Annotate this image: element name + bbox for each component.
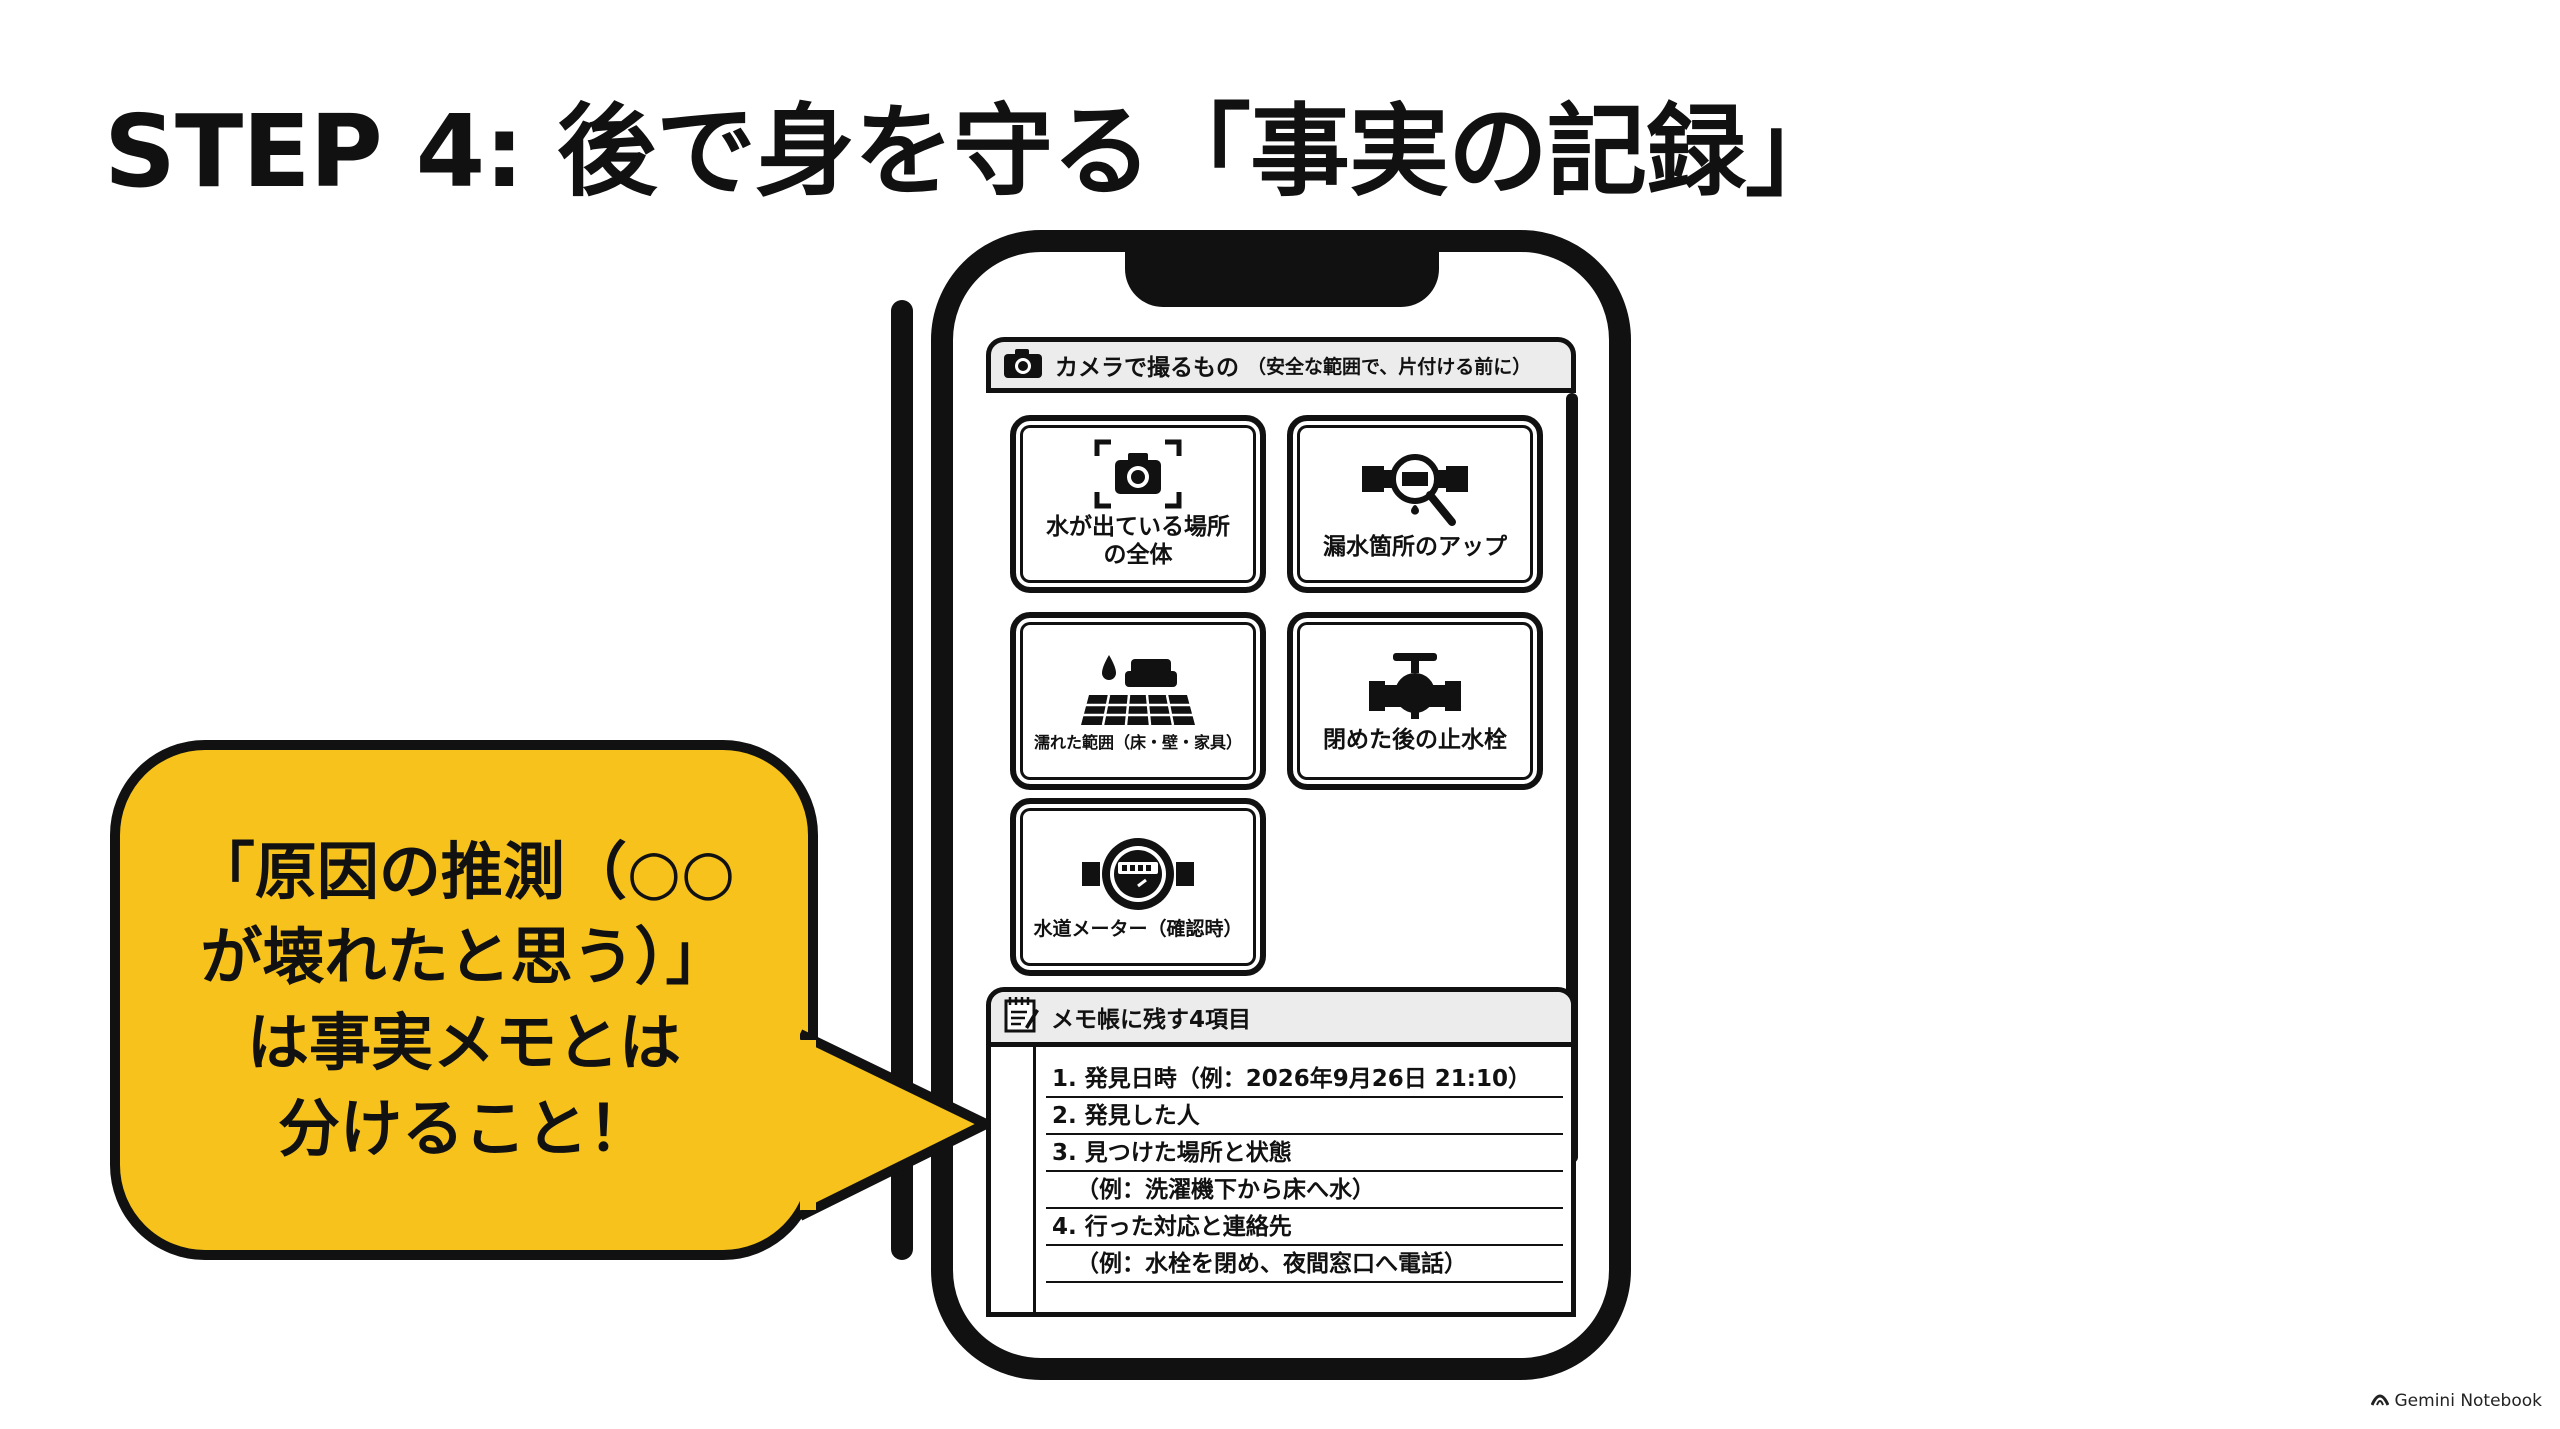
gemini-logo-icon <box>2370 1391 2389 1411</box>
camera-frame-icon <box>1093 438 1183 510</box>
memo-line: 1. 発見日時（例：2026年9月26日 21:10） <box>1046 1061 1563 1098</box>
brand-label: Gemini Notebook <box>2394 1391 2543 1411</box>
photo-item-valve: 閉めた後の止水栓 <box>1287 612 1543 790</box>
memo-line: 3. 見つけた場所と状態 <box>1046 1135 1563 1172</box>
photo-item-label: 漏水箇所のアップ <box>1323 534 1507 561</box>
photo-item-label: 水が出ている場所 の全体 <box>1046 514 1230 568</box>
memo-panel-header: メモ帳に残す4項目 <box>991 992 1571 1047</box>
camera-panel-subtitle: （安全な範囲で、片付ける前に） <box>1247 355 1532 378</box>
camera-panel-header: カメラで撮るもの （安全な範囲で、片付ける前に） <box>986 337 1576 393</box>
memo-line: 2. 発見した人 <box>1046 1098 1563 1135</box>
memo-margin-line <box>1033 1047 1036 1312</box>
camera-panel-title: カメラで撮るもの <box>1055 355 1239 381</box>
photo-item-label: 濡れた範囲（床・壁・家具） <box>1033 733 1242 753</box>
camera-icon <box>1003 347 1043 383</box>
callout-bubble: 「原因の推測（○○ が壊れたと思う）」 は事実メモとは 分けること！ <box>110 740 818 1260</box>
photo-item-wet-area: 濡れた範囲（床・壁・家具） <box>1010 612 1266 790</box>
memo-panel: メモ帳に残す4項目 1. 発見日時（例：2026年9月26日 21:10） 2.… <box>986 987 1576 1317</box>
callout-text: 「原因の推測（○○ が壊れたと思う）」 は事実メモとは 分けること！ <box>192 834 736 1165</box>
water-meter-icon <box>1080 834 1196 914</box>
phone-side-button <box>891 300 913 1260</box>
faucet-valve-icon <box>1367 647 1463 723</box>
memo-panel-title: メモ帳に残す4項目 <box>1051 1007 1252 1033</box>
photo-item-meter: 水道メーター（確認時） <box>1010 798 1266 976</box>
notepad-icon <box>1003 995 1039 1039</box>
page-title: STEP 4: 後で身を守る「事実の記録」 <box>104 93 1845 210</box>
photo-item-overall: 水が出ている場所 の全体 <box>1010 415 1266 593</box>
brand-watermark: Gemini Notebook <box>2370 1391 2543 1411</box>
memo-line: （例：洗濯機下から床へ水） <box>1046 1172 1563 1209</box>
callout-tail <box>800 1029 990 1221</box>
photo-item-leak-closeup: 漏水箇所のアップ <box>1287 415 1543 593</box>
memo-line: 4. 行った対応と連絡先 <box>1046 1209 1563 1246</box>
photo-item-label: 閉めた後の止水栓 <box>1323 727 1507 754</box>
memo-lines: 1. 発見日時（例：2026年9月26日 21:10） 2. 発見した人 3. … <box>991 1047 1571 1283</box>
photo-item-label: 水道メーター（確認時） <box>1033 917 1243 940</box>
magnifier-pipe-icon <box>1360 446 1470 530</box>
phone-scrollbar[interactable] <box>1566 393 1578 1163</box>
phone-notch <box>1125 245 1439 307</box>
memo-line: （例：水栓を閉め、夜間窓口へ電話） <box>1046 1246 1563 1283</box>
wet-floor-sofa-icon <box>1079 649 1197 729</box>
